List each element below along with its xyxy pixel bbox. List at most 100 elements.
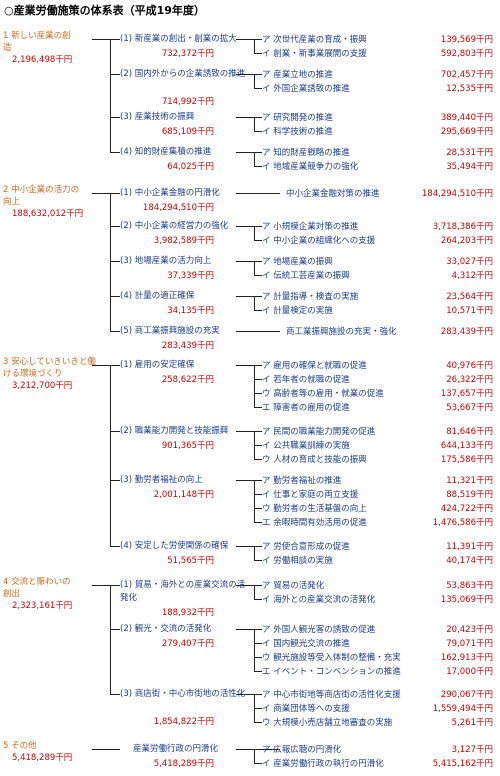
sub-connector (110, 694, 120, 695)
category-name: 4 交流と賑わいの創出 (3, 577, 71, 599)
category-label: 2 中小企業の活力の向上 188,632,012千円 (3, 184, 108, 220)
policy-item-label: イ 地域産業競争力の強化 (262, 162, 359, 172)
sub-policy-label: (3) 産業技術の振興 (120, 112, 195, 122)
sub-policy-label: (2) 国内外からの企業誘致の推進 (120, 69, 246, 79)
policy-item-label: 中小企業金融対策の推進 (286, 189, 380, 199)
policy-item-label: イ 海外との産業交流の活発化 (262, 595, 376, 605)
policy-item-label: エ 障害者の雇用の促進 (262, 403, 350, 413)
item-branch (254, 152, 262, 153)
policy-item-amount: 424,722千円 (440, 504, 493, 514)
item-branch (254, 117, 262, 118)
policy-item-amount: 283,439千円 (440, 327, 493, 337)
policy-item-label: イ 科学技術の推進 (262, 127, 333, 137)
sub-policy-amount: 64,025千円 (167, 162, 214, 172)
policy-item-amount: 88,519千円 (446, 490, 493, 500)
item-branch (254, 522, 262, 523)
item-branch (254, 261, 262, 262)
item-connector (236, 749, 254, 750)
item-trunk (254, 480, 255, 523)
policy-item-amount: 35,494千円 (446, 162, 493, 172)
policy-item-amount: 40,976千円 (446, 361, 493, 371)
policy-item-label: ア 地場産業の振興 (262, 257, 333, 267)
policy-item-amount: 389,440千円 (440, 113, 493, 123)
policy-item-amount: 23,564千円 (446, 292, 493, 302)
item-branch (254, 431, 262, 432)
item-branch (254, 310, 262, 311)
policy-item-label: ア 雇用の確保と就職の促進 (262, 361, 367, 371)
category-name: 2 中小企業の活力の向上 (3, 185, 80, 207)
item-branch (254, 445, 262, 446)
item-connector (236, 226, 254, 227)
policy-item-amount: 702,457千円 (440, 70, 493, 80)
sub-policy-amount: 685,109千円 (161, 127, 214, 137)
policy-item-amount: 5,415,162千円 (432, 759, 493, 769)
item-connector (236, 431, 254, 432)
policy-item-amount: 11,391千円 (446, 542, 493, 552)
policy-item-amount: 184,294,510千円 (421, 189, 493, 199)
sub-policy-amount: 2,001,148千円 (153, 490, 214, 500)
sub-policy-label: (5) 商工業振興施設の充実 (120, 326, 220, 336)
policy-item-label: イ 産業労働行政の執行の円滑化 (262, 759, 384, 769)
item-trunk (254, 261, 255, 276)
item-branch (254, 296, 262, 297)
item-connector (236, 117, 254, 118)
sub-policy-label: (3) 地場産業の活力向上 (120, 256, 212, 266)
policy-item-amount: 264,203千円 (440, 236, 493, 246)
sub-connector (110, 431, 120, 432)
item-branch (254, 657, 262, 658)
sub-policy-label: (1) 新産業の創出・創業の拡大 (120, 34, 237, 44)
category-connector (92, 193, 110, 194)
item-branch (254, 671, 262, 672)
policy-item-label: ウ 勤労者の生活基盤の向上 (262, 504, 367, 514)
sub-connector (110, 74, 120, 75)
sub-connector (110, 480, 120, 481)
item-branch (254, 88, 262, 89)
item-connector (236, 152, 254, 153)
policy-item-label: イ 中小企業の組織化への支援 (262, 236, 376, 246)
policy-item-label: イ 労働相談の実施 (262, 556, 333, 566)
sub-policy-amount: 184,294,510千円 (142, 203, 214, 213)
item-branch (254, 643, 262, 644)
item-branch (254, 763, 262, 764)
sub-policy-amount: 714,992千円 (161, 97, 214, 107)
policy-item-amount: 3,718,386千円 (432, 222, 493, 232)
sub-policy-amount: 37,339千円 (167, 271, 214, 281)
category-amount: 188,632,012千円 (12, 209, 84, 219)
category-connector (92, 39, 110, 40)
item-connector (236, 546, 254, 547)
item-connector (236, 365, 254, 366)
sub-policy-label: (4) 安定した労使関係の確保 (120, 541, 229, 551)
policy-item-amount: 1,559,494千円 (432, 704, 493, 714)
sub-policy-amount: 34,135千円 (167, 306, 214, 316)
item-branch (254, 365, 262, 366)
item-branch (254, 494, 262, 495)
policy-item-label: イ 商業団体等への支援 (262, 704, 350, 714)
policy-item-label: ウ 高齢者等の雇用・就業の促進 (262, 389, 384, 399)
category-trunk (110, 193, 111, 332)
policy-item-label: ア 勤労者福祉の推進 (262, 476, 342, 486)
sub-connector (110, 585, 120, 586)
sub-policy-label: (1) 貿易・海外との産業交流の活発化 (120, 580, 246, 603)
item-connector (236, 74, 254, 75)
item-branch (254, 226, 262, 227)
item-branch (254, 560, 262, 561)
sub-policy-amount: 1,854,822千円 (153, 717, 214, 727)
policy-item-label: イ 公共職業訓練の実施 (262, 441, 350, 451)
sub-policy-amount: 5,418,289千円 (153, 759, 214, 769)
category-name: 5 その他 (3, 741, 37, 751)
item-connector-long (254, 193, 280, 194)
policy-item-amount: 644,133千円 (440, 441, 493, 451)
policy-item-label: イ 伝統工芸産業の振興 (262, 271, 350, 281)
policy-item-amount: 79,071千円 (446, 639, 493, 649)
sub-connector (110, 226, 120, 227)
policy-item-amount: 3,127千円 (451, 745, 493, 755)
item-connector-long (254, 749, 280, 750)
item-branch (254, 240, 262, 241)
item-branch (254, 39, 262, 40)
item-connector (236, 193, 254, 194)
sub-connector (110, 296, 120, 297)
